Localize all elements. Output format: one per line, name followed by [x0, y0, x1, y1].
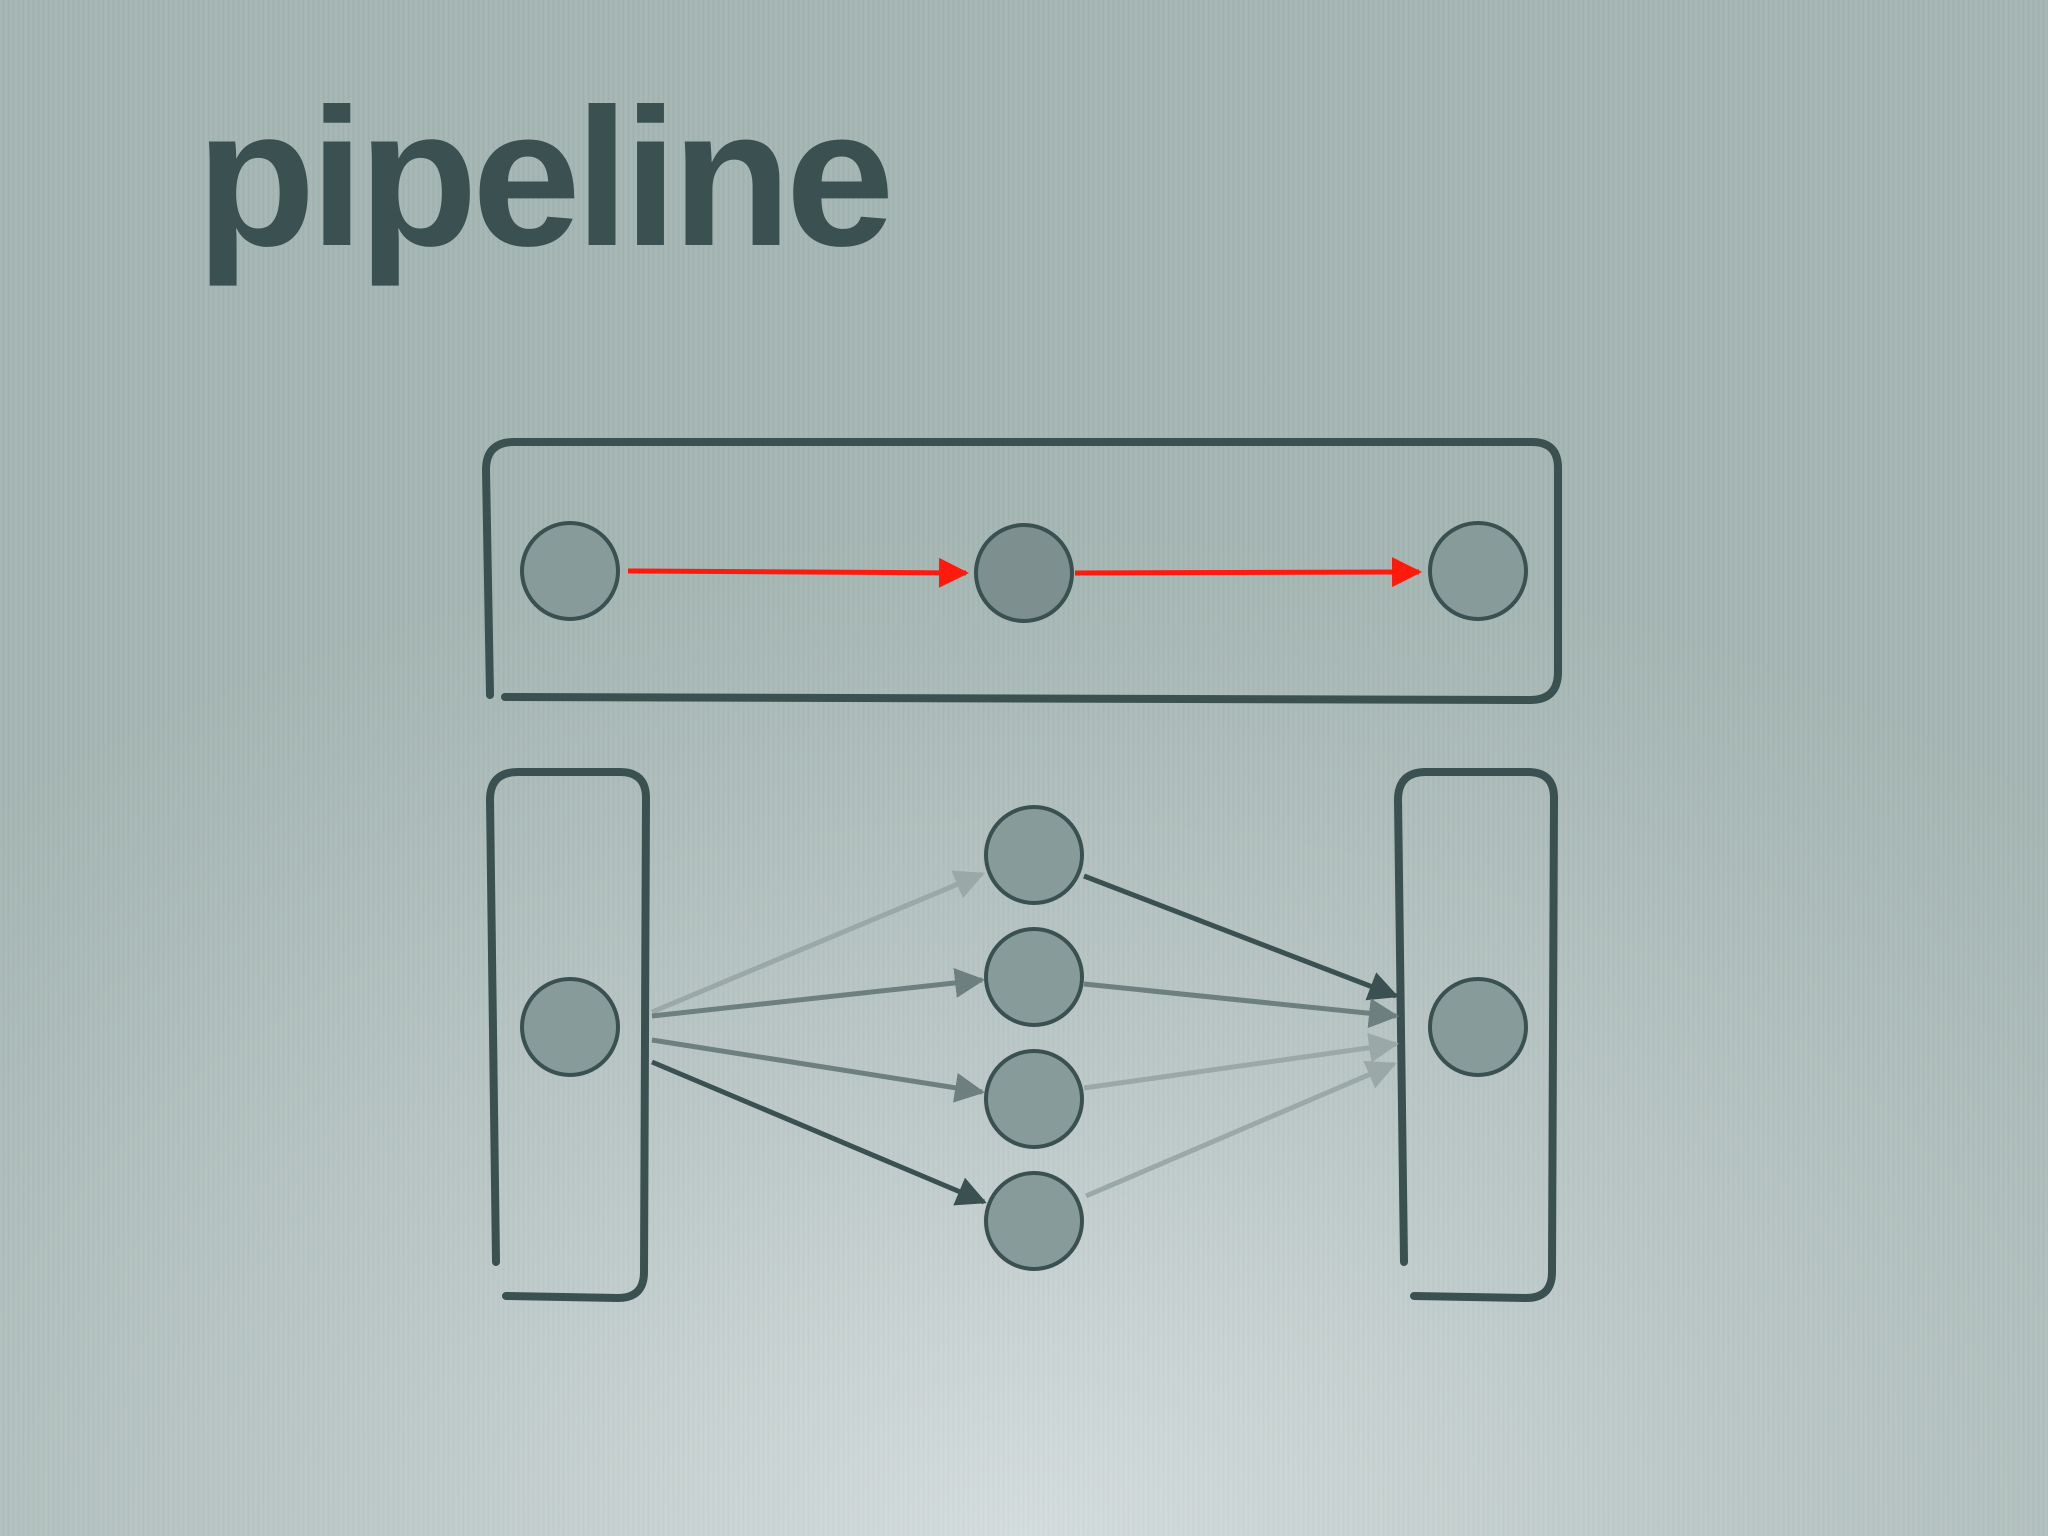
middle-node-2	[984, 927, 1084, 1027]
middle-node-4	[984, 1171, 1084, 1271]
fan-out-edge-4-arrow	[651, 1059, 987, 1206]
fan-out-edge-2-arrow	[651, 968, 985, 1019]
top-edge-1-arrow	[627, 557, 969, 588]
source-container	[486, 768, 650, 1302]
middle-node-3	[984, 1049, 1084, 1149]
middle-node-1	[984, 805, 1084, 905]
slide-title: pipeline	[196, 68, 895, 287]
fan-in-edge-2-arrow	[1083, 981, 1399, 1029]
sink-container	[1394, 768, 1558, 1302]
fan-in-edge-1-arrow	[1083, 873, 1399, 1001]
top-node-1	[520, 521, 620, 621]
fan-out-edge-1-arrow	[651, 870, 985, 1015]
top-group-container	[482, 438, 1562, 704]
top-edge-2-arrow	[1074, 557, 1422, 588]
top-node-3	[1428, 521, 1528, 621]
sink-node	[1428, 977, 1528, 1077]
source-node	[520, 977, 620, 1077]
fan-in-edge-3-arrow	[1083, 1032, 1399, 1091]
fan-in-edge-4-arrow	[1085, 1060, 1397, 1199]
top-node-2	[974, 523, 1074, 623]
fan-out-edge-3-arrow	[651, 1037, 985, 1103]
